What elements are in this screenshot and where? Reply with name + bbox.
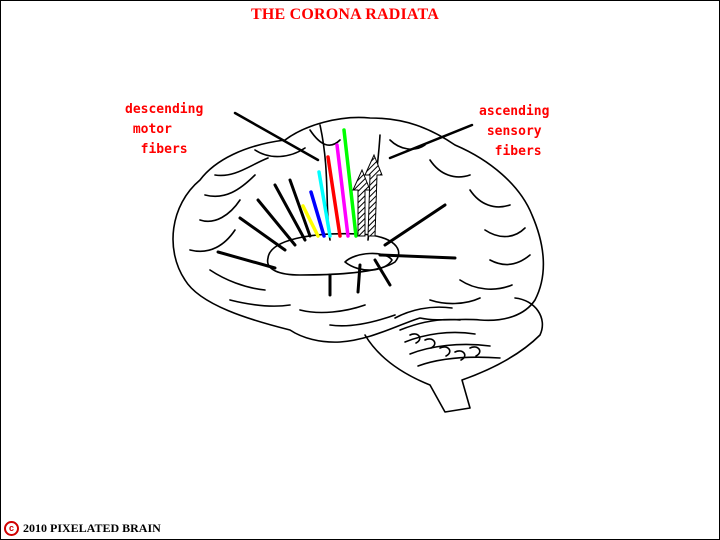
fiber-black-8 (373, 258, 392, 287)
sensory-arrow-1 (352, 168, 371, 237)
fiber-cyan (317, 170, 332, 238)
fiber-black-5 (288, 178, 312, 238)
gyri-lines (189, 124, 531, 327)
fiber-yellow (301, 204, 320, 238)
fiber-blue (309, 190, 326, 238)
sensory-arrow-2 (364, 153, 383, 237)
ascending-sensory-fibers-label: ascending sensory fibers (479, 104, 550, 159)
fiber-black-9 (356, 263, 362, 294)
brainstem-outline (364, 297, 544, 413)
fiber-red (326, 155, 342, 238)
cerebellum-curls (409, 333, 481, 361)
fiber-black-2 (238, 216, 287, 252)
descending-motor-fibers-label: descending motor fibers (125, 102, 204, 157)
fiber-black-4 (273, 183, 307, 242)
pointer-descending (233, 111, 320, 162)
fiber-black-3 (256, 198, 297, 247)
fiber-black-7 (378, 253, 457, 260)
fiber-black-1 (216, 250, 277, 270)
cerebellum-folia (394, 306, 501, 367)
pointer-ascending (388, 123, 474, 160)
copyright-footer: c 2010 PIXELATED BRAIN (4, 521, 161, 536)
corona-radiata-fibers (216, 111, 474, 297)
fiber-magenta (335, 143, 350, 238)
diagram-title: THE CORONA RADIATA (251, 6, 439, 23)
copyright-text: 2010 PIXELATED BRAIN (23, 521, 161, 535)
cerebrum-outline (172, 116, 545, 343)
fiber-green (342, 128, 358, 238)
fiber-black-6 (383, 203, 447, 247)
internal-capsule-outline (266, 232, 400, 276)
copyright-icon: c (4, 521, 19, 536)
motor-fiber-bundle (301, 128, 358, 238)
sensory-fiber-bundle (352, 153, 383, 237)
